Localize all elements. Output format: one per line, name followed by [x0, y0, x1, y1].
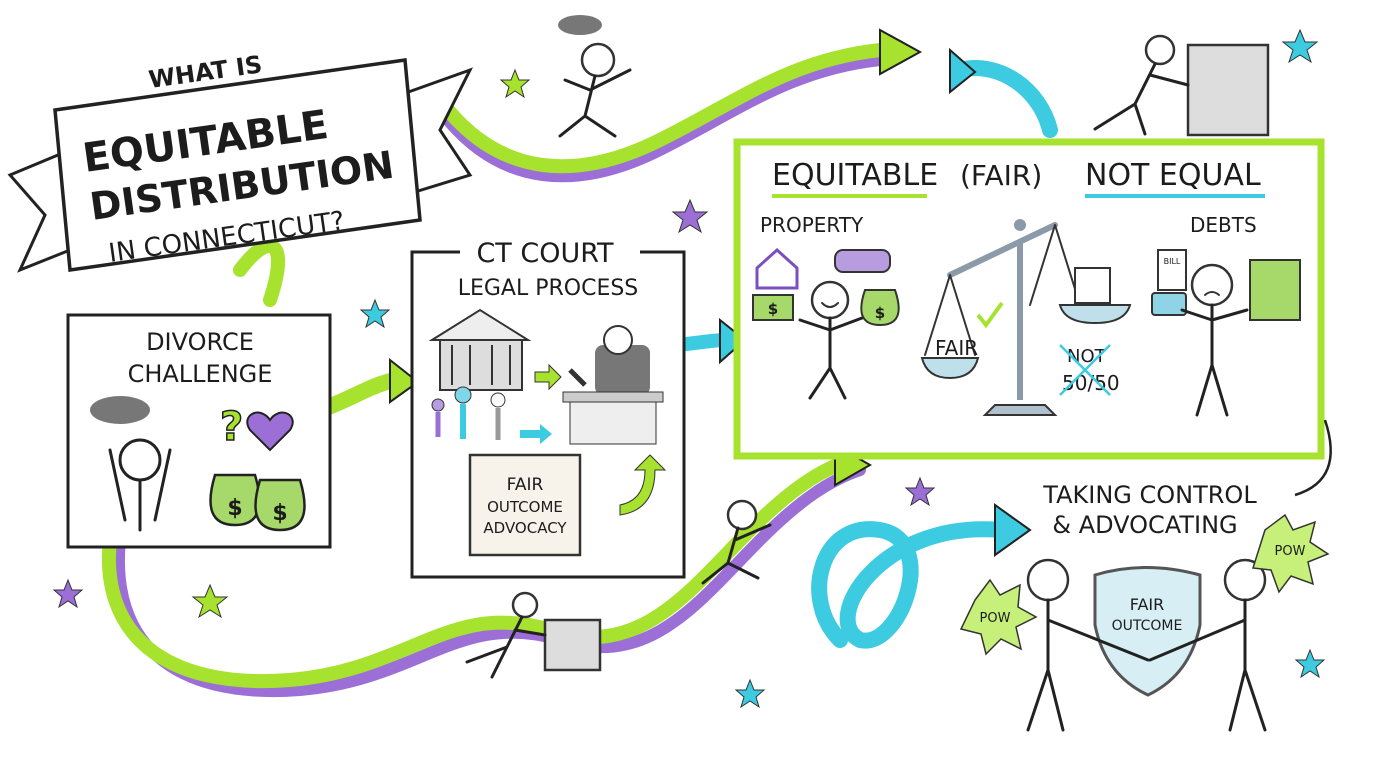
court-line-2: LEGAL PROCESS	[458, 276, 639, 301]
debts-label: DEBTS	[1190, 213, 1257, 237]
storm-cloud-icon	[90, 396, 150, 424]
control-line-2: & ADVOCATING	[1052, 511, 1237, 539]
divorce-line-1: DIVORCE	[146, 328, 254, 356]
scale-fair-label: FAIR	[935, 336, 978, 360]
pushing-box-figure-bottom	[465, 591, 602, 679]
credit-card-icon	[1151, 292, 1187, 316]
arrow-icon	[520, 424, 552, 444]
pow-burst-right: POW	[1252, 513, 1330, 594]
money-bag-icon: $	[254, 478, 306, 532]
checkmark-icon	[976, 301, 1004, 329]
bill-papers-icon	[1074, 267, 1111, 304]
ct-court-panel: CT COURT LEGAL PROCESS FAIR OUTCOME ADVO…	[410, 235, 686, 579]
climbing-figure	[701, 499, 772, 585]
flow-ribbons	[101, 28, 1058, 698]
broken-heart-icon	[246, 411, 294, 452]
svg-text:$: $	[227, 496, 242, 521]
property-label: PROPERTY	[760, 213, 864, 237]
bill-icon: BILL	[1157, 249, 1187, 291]
cash-icon: $	[752, 294, 794, 321]
arrow-icon	[534, 363, 562, 391]
advocacy-scroll: FAIR OUTCOME ADVOCACY	[468, 453, 582, 557]
heading-fair: (FAIR)	[960, 159, 1042, 192]
divorce-challenge-panel: DIVORCE CHALLENGE ? $ $	[66, 313, 332, 549]
question-mark-icon: ?	[220, 404, 243, 450]
cross-out-mark	[1059, 344, 1111, 396]
shield-line-2: OUTCOME	[1112, 618, 1183, 634]
person-left-icon	[1026, 558, 1150, 732]
pushing-box-figure-top	[1093, 34, 1270, 137]
court-line-1: CT COURT	[476, 238, 614, 269]
running-angry-figure	[558, 15, 632, 138]
gavel-icon	[568, 368, 587, 387]
svg-text:$: $	[272, 501, 287, 526]
people-group-icon	[431, 386, 506, 440]
scroll-line-3: ADVOCACY	[483, 519, 567, 537]
money-bag-icon: $	[860, 289, 900, 327]
taking-control-panel: TAKING CONTROL & ADVOCATING FAIR OUTCOME…	[959, 419, 1332, 732]
svg-text:BILL: BILL	[1164, 257, 1181, 266]
house-icon	[755, 247, 799, 290]
control-line-1: TAKING CONTROL	[1042, 481, 1257, 509]
balance-scale-icon	[920, 219, 1132, 416]
heading-equitable: EQUITABLE	[772, 158, 938, 193]
happy-person-icon	[798, 280, 872, 400]
up-arrow-icon	[619, 454, 667, 516]
fair-outcome-shield: FAIR OUTCOME	[1093, 566, 1202, 697]
divorce-line-2: CHALLENGE	[128, 360, 273, 388]
svg-text:POW: POW	[980, 611, 1011, 626]
judge-icon	[562, 325, 664, 445]
money-bag-icon: $	[209, 473, 261, 527]
person-right-icon	[1148, 558, 1267, 732]
stressed-person-icon	[108, 438, 172, 532]
title-banner: WHAT IS EQUITABLE DISTRIBUTION IN CONNEC…	[7, 50, 474, 273]
pow-burst-left: POW	[959, 578, 1038, 656]
scroll-line-1: FAIR	[507, 475, 544, 495]
shield-line-1: FAIR	[1130, 595, 1165, 614]
heading-not-equal: NOT EQUAL	[1085, 158, 1261, 193]
decorative-stars	[52, 28, 1326, 709]
courthouse-icon	[428, 308, 532, 391]
svg-text:$: $	[768, 300, 778, 318]
scroll-line-2: OUTCOME	[487, 498, 563, 516]
svg-text:POW: POW	[1275, 544, 1306, 559]
cash-stack-icon	[1249, 259, 1301, 321]
svg-text:$: $	[875, 304, 885, 322]
car-icon	[834, 249, 891, 273]
worried-person-icon	[1180, 263, 1249, 417]
curved-arrow-icon	[1294, 419, 1332, 497]
equitable-panel: EQUITABLE (FAIR) NOT EQUAL PROPERTY DEBT…	[733, 138, 1325, 460]
